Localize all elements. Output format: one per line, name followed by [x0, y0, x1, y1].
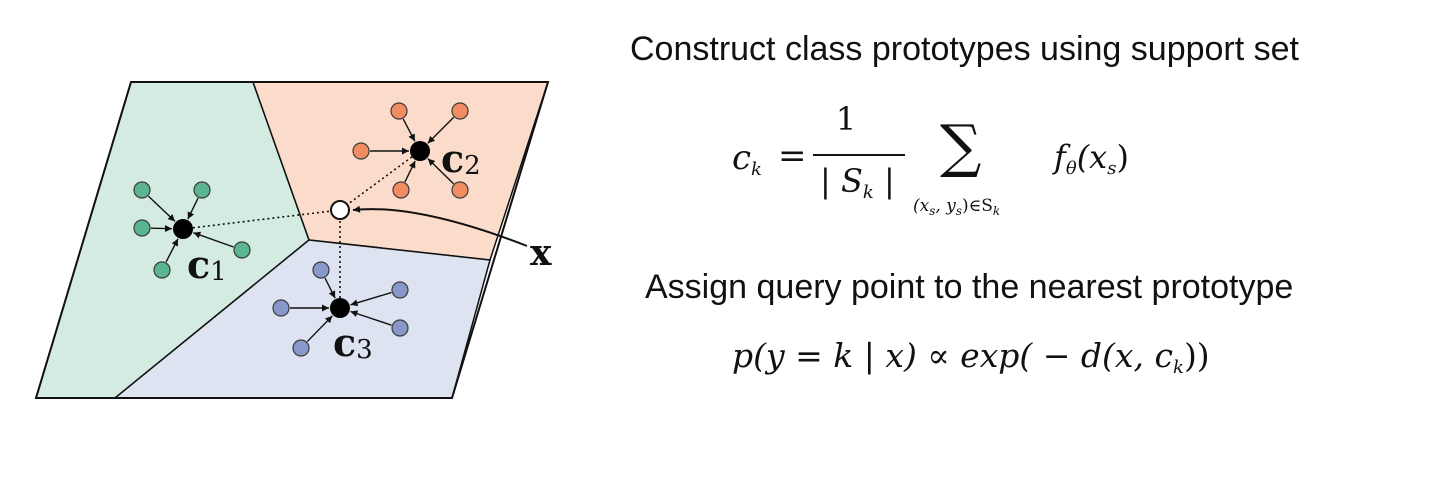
support-arrow — [165, 238, 179, 263]
prototype-c2 — [410, 141, 430, 161]
support-arrow — [350, 310, 392, 326]
outer-boundary — [34, 81, 550, 399]
support-point-class-2 — [352, 142, 370, 160]
query-label: x — [530, 232, 552, 274]
support-arrow — [404, 160, 416, 183]
fraction-bar — [813, 154, 905, 156]
support-point-class-2 — [451, 102, 469, 120]
support-point-class-3 — [391, 319, 409, 337]
support-point-class-3 — [272, 299, 290, 317]
prototype-c3 — [330, 298, 350, 318]
prototype-formula: ck = 1 | Sk | ∑ (xs, ys)∈Sk fθ(xs) — [732, 100, 1129, 218]
assignment-formula: p(y = k | x) ∝ exp( − d(x, ck)) — [732, 336, 1210, 378]
distance-line-c1 — [182, 209, 341, 230]
support-point-class-1 — [193, 181, 211, 199]
support-arrow — [187, 197, 199, 220]
support-arrow — [193, 231, 234, 248]
support-arrow — [427, 158, 455, 185]
support-point-class-2 — [451, 181, 469, 199]
support-points — [133, 102, 469, 357]
distance-line-c2 — [339, 150, 421, 211]
heading-assign-query: Assign query point to the nearest protot… — [645, 268, 1294, 306]
support-point-class-1 — [133, 181, 151, 199]
label-c1: c1 — [187, 242, 227, 287]
prototype-c1 — [173, 219, 193, 239]
support-arrow — [148, 195, 176, 222]
support-arrow — [427, 116, 455, 144]
support-point-class-3 — [391, 281, 409, 299]
support-point-class-1 — [233, 241, 251, 259]
support-arrow — [324, 277, 336, 299]
support-arrow — [150, 225, 173, 233]
query-point — [330, 200, 350, 220]
support-arrow — [402, 118, 416, 142]
support-point-class-3 — [292, 339, 310, 357]
support-arrows — [148, 116, 455, 343]
prototype-diagram: c1 c2 c3 x — [34, 81, 552, 399]
support-point-class-1 — [133, 219, 151, 237]
support-arrow — [350, 291, 392, 307]
label-c3: c3 — [333, 320, 373, 365]
query-arrow — [352, 205, 528, 247]
support-point-class-3 — [312, 261, 330, 279]
heading-construct-prototypes: Construct class prototypes using support… — [630, 30, 1299, 68]
support-arrow — [306, 315, 333, 343]
support-point-class-2 — [392, 181, 410, 199]
support-point-class-1 — [153, 261, 171, 279]
distance-lines — [182, 150, 421, 308]
support-point-class-2 — [390, 102, 408, 120]
label-c2: c2 — [441, 136, 481, 181]
